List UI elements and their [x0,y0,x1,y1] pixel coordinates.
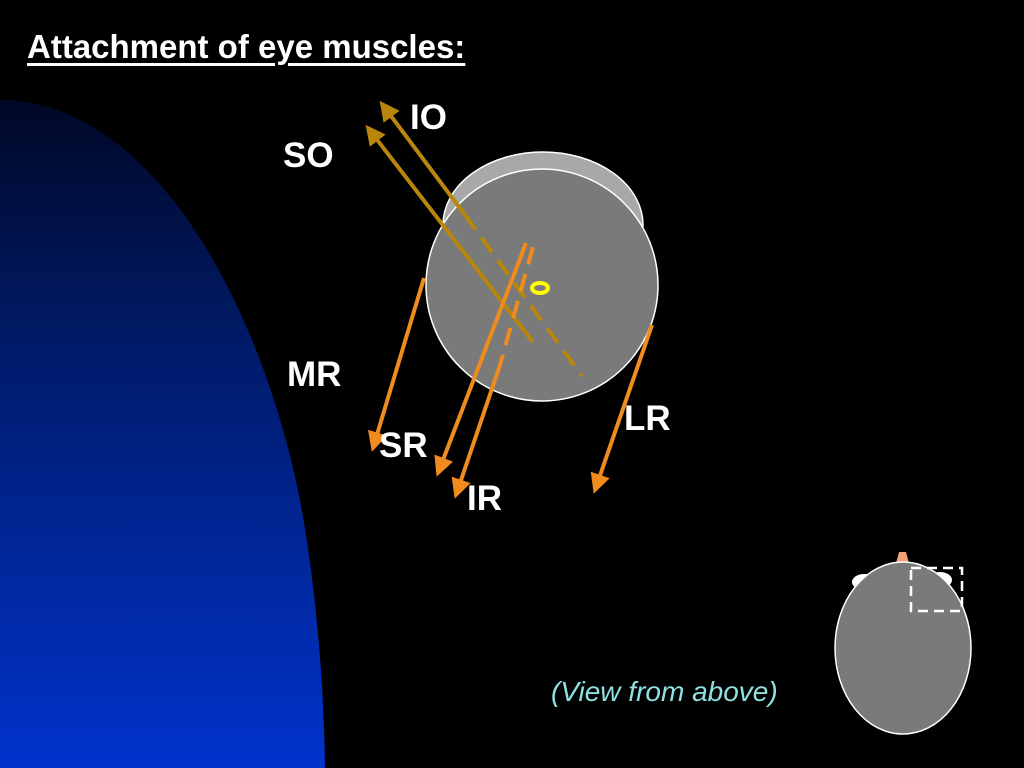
ir-muscle-hidden [498,246,535,366]
label-sr: SR [379,426,428,465]
mr-muscle-arrow [368,277,426,452]
slide-title: Attachment of eye muscles: [27,28,466,65]
ir-muscle-arrow [451,364,502,499]
head-top-view-inset [834,552,972,735]
label-lr: LR [624,399,671,438]
label-ir: IR [467,479,502,518]
so-muscle-arrow [365,124,535,344]
view-caption: (View from above) [551,676,778,707]
label-so: SO [283,136,334,175]
optic-nerve-marker [530,281,550,295]
label-mr: MR [287,355,342,394]
inset-highlight-box [909,566,964,613]
sr-muscle-arrow [434,242,528,477]
io-muscle-hidden [463,213,584,378]
label-io: IO [410,98,447,137]
lr-muscle-arrow [590,324,654,494]
io-muscle-arrow [379,100,467,217]
head-silhouette [0,100,325,768]
inset-head [834,561,972,735]
